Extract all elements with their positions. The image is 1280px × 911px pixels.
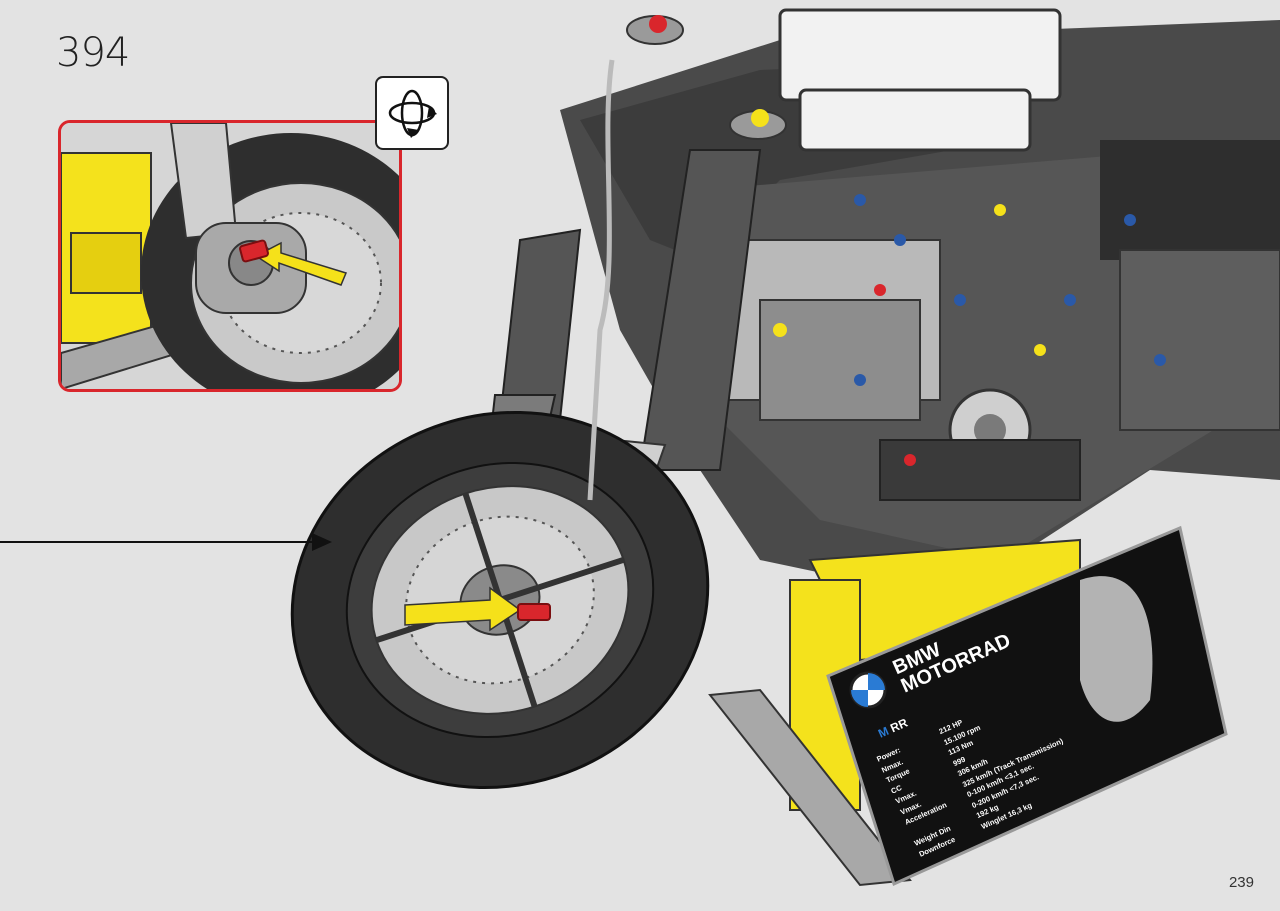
rotate-model-icon bbox=[375, 76, 449, 150]
step-number: 394 bbox=[56, 30, 130, 76]
display-plaque bbox=[826, 525, 1228, 887]
page-number: 239 bbox=[1228, 874, 1254, 891]
callout-insert-arrow-icon bbox=[239, 239, 348, 286]
callout-illustration bbox=[61, 123, 399, 389]
arrow-right-icon bbox=[0, 533, 332, 551]
motorcycle-frame bbox=[560, 8, 1280, 600]
insert-arrow-icon bbox=[404, 586, 551, 632]
detail-callout bbox=[58, 120, 402, 392]
